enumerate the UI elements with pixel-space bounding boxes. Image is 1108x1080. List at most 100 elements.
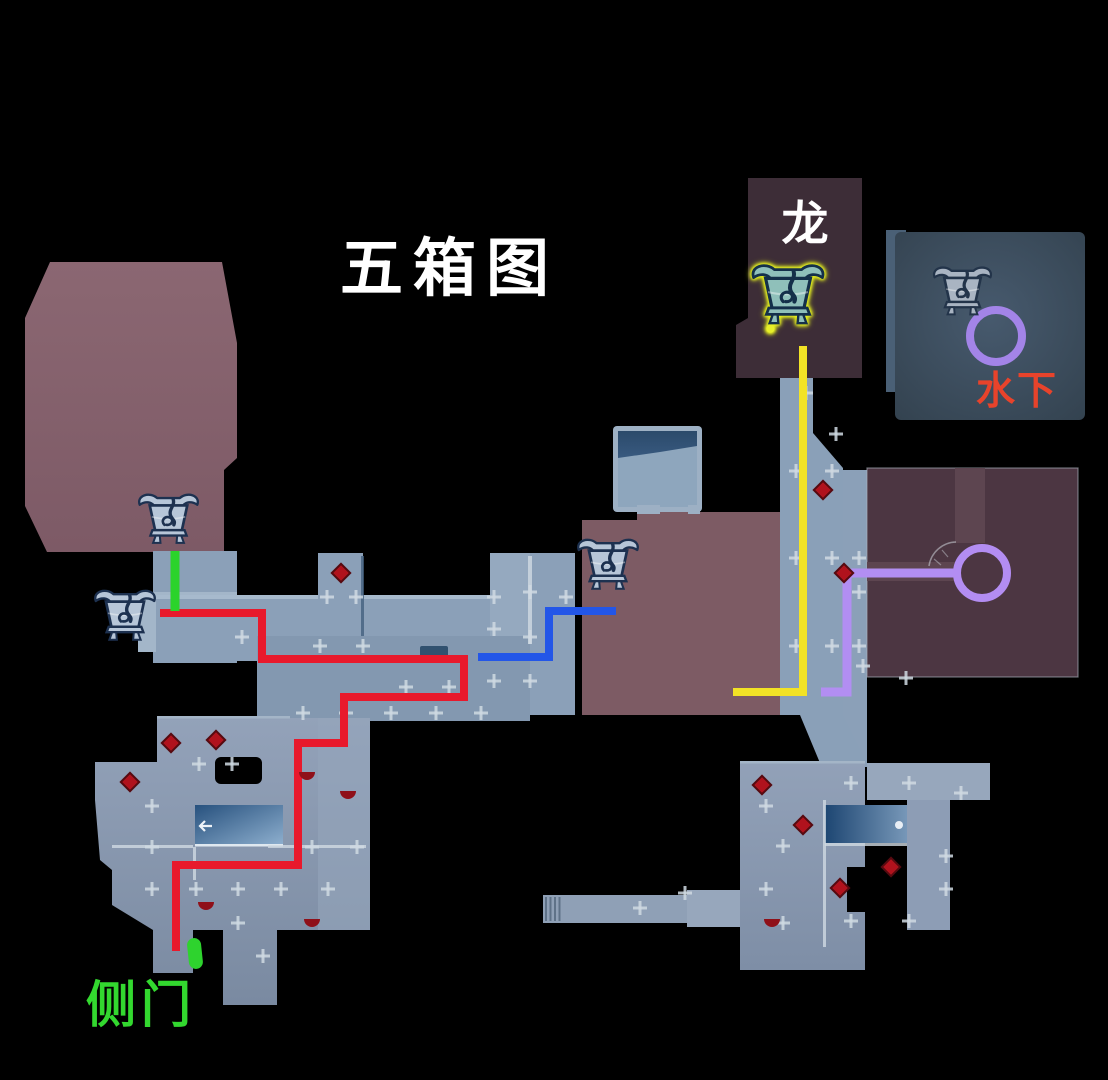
pool-arrow-icon bbox=[198, 820, 212, 832]
arm-right-vertical bbox=[907, 800, 950, 930]
wall-cross-icon bbox=[325, 590, 329, 604]
wall-cross-icon bbox=[564, 590, 568, 604]
dragon-label: 龙 bbox=[781, 197, 829, 250]
room-topleft-hall bbox=[25, 262, 237, 552]
loot-half-icon bbox=[764, 919, 780, 927]
side-door-label: 侧门 bbox=[86, 977, 196, 1033]
loot-half-icon bbox=[304, 919, 320, 927]
window-dark bbox=[420, 646, 448, 657]
loot-diamond-icon bbox=[751, 774, 773, 796]
wall-cross-icon bbox=[830, 551, 834, 565]
door-slit bbox=[361, 556, 364, 666]
wall-cross-icon bbox=[492, 590, 496, 604]
wall-cross-icon bbox=[781, 916, 785, 930]
room-right-band-v bbox=[955, 468, 985, 543]
room-box-floor bbox=[618, 466, 697, 507]
loot-diamond-icon bbox=[330, 562, 352, 584]
wall-cross-icon bbox=[447, 680, 451, 694]
pool-bottom-right bbox=[825, 805, 907, 843]
loot-diamond-icon bbox=[160, 732, 182, 754]
loot-half-icon bbox=[340, 791, 356, 799]
route-purple-underwater bbox=[821, 568, 957, 697]
wall-cross-icon bbox=[236, 882, 240, 896]
wall-segment bbox=[268, 845, 366, 848]
room-bottom-right bbox=[740, 763, 865, 970]
route-blue-center-chest bbox=[478, 607, 616, 661]
wall-cross-icon bbox=[261, 949, 265, 963]
wall-cross-icon bbox=[197, 757, 201, 771]
wall-cross-icon bbox=[240, 630, 244, 644]
wall-segment bbox=[825, 843, 907, 846]
wall-cross-icon bbox=[230, 757, 234, 771]
underwater-target-circle bbox=[966, 306, 1026, 366]
wall-cross-icon bbox=[638, 901, 642, 915]
wall-cross-icon bbox=[434, 706, 438, 720]
stairs-hole-br bbox=[847, 867, 873, 912]
corridor-main-vertical bbox=[780, 378, 843, 715]
loot-diamond-icon bbox=[812, 479, 834, 501]
wall-cross-icon bbox=[959, 786, 963, 800]
markers-layer bbox=[119, 479, 902, 969]
wall-cross-icon bbox=[528, 674, 532, 688]
glow-drip bbox=[766, 324, 775, 333]
circles-layer bbox=[953, 306, 1026, 602]
chests-layer bbox=[93, 266, 993, 642]
underwater-panel bbox=[895, 232, 1085, 420]
room-bottom-left-topedge bbox=[157, 716, 290, 719]
wall-cross-icon bbox=[849, 776, 853, 790]
wall-cross-icon bbox=[194, 882, 198, 896]
wall-cross-icon bbox=[361, 639, 365, 653]
wall-cross-icon bbox=[492, 622, 496, 636]
wall-cross-icon bbox=[857, 639, 861, 653]
route-red-sidedoor-path bbox=[160, 609, 468, 951]
corridor-west-sq bbox=[687, 890, 740, 927]
wall-cross-icon bbox=[764, 799, 768, 813]
routes-layer bbox=[160, 346, 957, 951]
wall-cross-icon bbox=[944, 849, 948, 863]
dive-spot-circle bbox=[953, 544, 1011, 602]
wall-cross-icon bbox=[861, 659, 865, 673]
stairs-hole-bl bbox=[215, 757, 262, 784]
room-bottom-right-topedge bbox=[740, 761, 865, 764]
loot-diamond-icon bbox=[829, 877, 851, 899]
wall-cross-icon bbox=[944, 882, 948, 896]
wall-cross-icon bbox=[794, 464, 798, 478]
arm-top-right bbox=[867, 763, 990, 800]
chest-dragon-icon bbox=[753, 266, 823, 333]
wall-segment bbox=[112, 845, 193, 848]
wall-cross-icon bbox=[904, 671, 908, 685]
side-door-marker bbox=[187, 938, 203, 969]
door-swing-tick bbox=[933, 549, 949, 566]
wall-cross-icon bbox=[318, 639, 322, 653]
underwater-label: 水下 bbox=[975, 370, 1058, 413]
pool-dot bbox=[895, 821, 903, 829]
loot-half-icon bbox=[299, 772, 315, 780]
wall-segment bbox=[823, 800, 826, 947]
loot-diamond-icon bbox=[205, 729, 227, 751]
map-title: 五箱图 bbox=[340, 234, 559, 304]
wall-cross-icon bbox=[857, 585, 861, 599]
wall-cross-icon bbox=[857, 551, 861, 565]
wall-cross-icon bbox=[830, 464, 834, 478]
room-bottom-left-light bbox=[318, 718, 370, 930]
loot-diamond-icon bbox=[119, 771, 141, 793]
room-middle-maroon bbox=[582, 512, 780, 715]
wall-cross-icon bbox=[794, 639, 798, 653]
corridor-band-lower bbox=[257, 636, 530, 721]
room-box-tab1 bbox=[637, 505, 660, 514]
wall-cross-icon bbox=[794, 551, 798, 565]
loot-diamond-icon bbox=[880, 856, 902, 878]
wall-cross-icon bbox=[834, 427, 838, 441]
wall-cross-icon bbox=[907, 914, 911, 928]
loot-half-icon bbox=[198, 902, 214, 910]
wall-cross-icon bbox=[354, 590, 358, 604]
route-yellow-dragon-chest bbox=[733, 346, 807, 696]
wall-cross-icon bbox=[764, 882, 768, 896]
wall-cross-icon bbox=[781, 839, 785, 853]
wall-cross-icon bbox=[150, 799, 154, 813]
wall-cross-icon bbox=[479, 706, 483, 720]
pool-bottom-left-edge bbox=[195, 844, 283, 847]
wall-cross-icon bbox=[236, 916, 240, 930]
